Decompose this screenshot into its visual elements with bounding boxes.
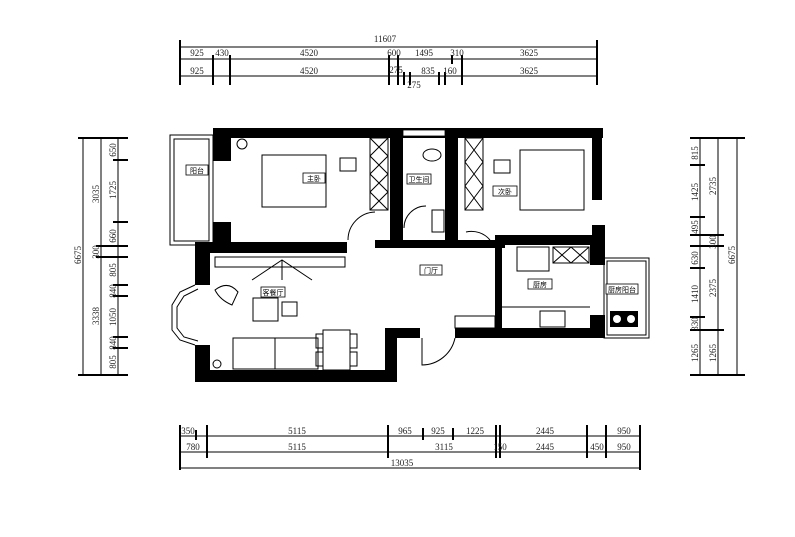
dim-label: 300 — [91, 245, 101, 259]
dim-label: 330 — [690, 317, 700, 331]
dim-label: 925 — [190, 66, 204, 76]
dim-label: 160 — [443, 66, 457, 76]
dim-label: 925 — [431, 426, 445, 436]
bay-window-inner — [176, 288, 199, 342]
dim-label: 925 — [190, 48, 204, 58]
bottom-dimensions: 350 5115 965 925 1225 2445 950 780 5115 … — [179, 425, 641, 470]
dim-label: 950 — [617, 442, 631, 452]
dim-label: 1495 — [415, 48, 434, 58]
dim-label: 780 — [186, 442, 200, 452]
dim-label: 650 — [108, 143, 118, 157]
bathroom: 卫生间 — [403, 148, 445, 233]
room-label-kitchen: 厨房 — [533, 280, 547, 289]
room-label-kitchen-balcony: 厨房阳台 — [608, 285, 636, 294]
dim-label: 2445 — [536, 426, 555, 436]
dim-label: 1425 — [690, 183, 700, 202]
dim-label: 430 — [215, 48, 229, 58]
right-dimensions: 815 1425 495 630 1410 330 1265 2735 300 … — [690, 137, 745, 376]
dim-label: 600 — [387, 48, 401, 58]
dim-label: 3035 — [91, 185, 101, 204]
dim-label: 275 — [389, 65, 403, 75]
dim-label: 1410 — [690, 285, 700, 304]
dim-right-total: 6675 — [727, 246, 737, 265]
dim-label: 3338 — [91, 307, 101, 326]
dim-label: 350 — [181, 426, 195, 436]
dim-label: 5115 — [288, 442, 306, 452]
living-dining: 客餐厅 门厅 — [212, 138, 496, 371]
dim-label: 3115 — [435, 442, 453, 452]
door-swing — [347, 211, 376, 241]
dim-label: 1725 — [108, 181, 118, 200]
dim-label: 840 — [108, 284, 118, 298]
room-label-bath: 卫生间 — [409, 175, 430, 184]
dim-label: 950 — [617, 426, 631, 436]
bay-window — [171, 284, 196, 346]
room-label-master: 主卧 — [307, 174, 321, 183]
top-dimensions: 11607 925 430 4520 600 1495 310 3625 925… — [179, 34, 598, 90]
room-label-living: 客餐厅 — [263, 288, 284, 297]
dim-label: 1225 — [466, 426, 485, 436]
walls — [195, 128, 605, 382]
dim-label: 2445 — [536, 442, 555, 452]
dim-label: 835 — [421, 66, 435, 76]
entry-door — [421, 337, 456, 366]
dim-label: 840 — [108, 336, 118, 350]
dim-label: 815 — [690, 146, 700, 160]
dim-label: 2735 — [708, 177, 718, 196]
dim-bottom-total: 13035 — [391, 458, 414, 468]
dim-label: 150 — [493, 442, 507, 452]
dim-label: 450 — [590, 442, 604, 452]
dim-label: 4520 — [300, 48, 319, 58]
dim-label: 5115 — [288, 426, 306, 436]
room-label-foyer: 门厅 — [424, 266, 438, 275]
room-label-second: 次卧 — [498, 187, 512, 196]
dim-left-total: 6675 — [73, 246, 83, 265]
second-bedroom: 次卧 — [464, 137, 585, 241]
dim-label: 2375 — [708, 279, 718, 298]
dim-label: 660 — [108, 229, 118, 243]
dim-label: 1265 — [690, 344, 700, 363]
dim-label: 275 — [407, 80, 421, 90]
master-bedroom: 主卧 — [261, 137, 389, 241]
dim-label: 3625 — [520, 66, 539, 76]
dim-label: 310 — [450, 48, 464, 58]
dim-label: 4520 — [300, 66, 319, 76]
dim-label: 1050 — [108, 308, 118, 327]
room-label-balcony: 阳台 — [190, 166, 204, 175]
dim-label: 805 — [108, 355, 118, 369]
balcony: 阳台 — [169, 134, 214, 246]
dim-label: 1265 — [708, 344, 718, 363]
dim-label: 3625 — [520, 48, 539, 58]
dim-label: 300 — [708, 235, 718, 249]
dim-label: 805 — [108, 263, 118, 277]
left-dimensions: 6675 3035 300 3338 650 1725 660 805 840 … — [73, 137, 128, 376]
dim-label: 965 — [398, 426, 412, 436]
kitchen: 厨房 厨房阳台 — [502, 246, 650, 339]
dim-top-total: 11607 — [374, 34, 397, 44]
dim-label: 630 — [690, 251, 700, 265]
dim-label: 495 — [690, 220, 700, 234]
